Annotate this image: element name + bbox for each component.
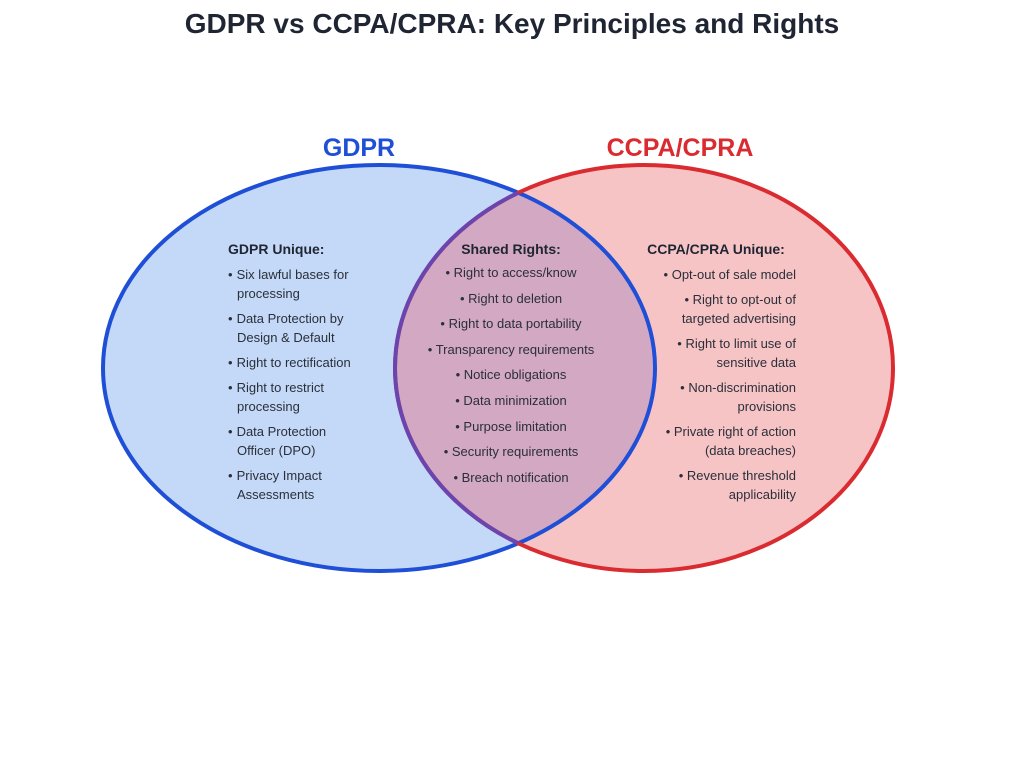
- shared-item: • Breach notification: [453, 469, 569, 485]
- gdpr-set-label: GDPR: [322, 134, 396, 162]
- shared-item: • Right to deletion: [459, 290, 563, 306]
- ccpa-item: • Opt-out of sale model: [663, 267, 796, 282]
- gdpr-circle-outline: [101, 163, 657, 573]
- ccpa-item: • Private right of action(data breaches): [665, 424, 796, 458]
- shared-rights-list: • Right to access/know • Right to deleti…: [415, 263, 607, 487]
- shared-overlap-region: [395, 165, 655, 571]
- shared-rights-heading: Shared Rights:: [461, 241, 561, 257]
- shared-item: • Right to data portability: [440, 316, 582, 332]
- ccpa-cpra-unique-group: CCPA/CPRA Unique: • Opt-out of sale mode…: [636, 241, 796, 510]
- shared-overlap-outline: [393, 165, 655, 571]
- gdpr-item: •Right to rectification: [228, 355, 351, 370]
- ccpa-cpra-unique-heading: CCPA/CPRA Unique:: [647, 241, 785, 257]
- shared-item: • Notice obligations: [455, 367, 567, 383]
- shared-rights-group: Shared Rights: • Right to access/know • …: [415, 241, 607, 493]
- shared-item: • Purpose limitation: [455, 418, 567, 434]
- shared-item: • Transparency requirements: [427, 341, 595, 357]
- diagram-title: GDPR vs CCPA/CPRA: Key Principles and Ri…: [184, 8, 840, 39]
- shared-item: • Right to access/know: [445, 265, 577, 280]
- shared-item: • Data minimization: [455, 392, 567, 408]
- shared-item: • Security requirements: [443, 444, 579, 460]
- gdpr-unique-heading: GDPR Unique:: [228, 241, 325, 257]
- ccpa-cpra-set-label: CCPA/CPRA: [606, 134, 754, 162]
- ccpa-cpra-unique-list: • Opt-out of sale model • Right to opt-o…: [636, 265, 796, 504]
